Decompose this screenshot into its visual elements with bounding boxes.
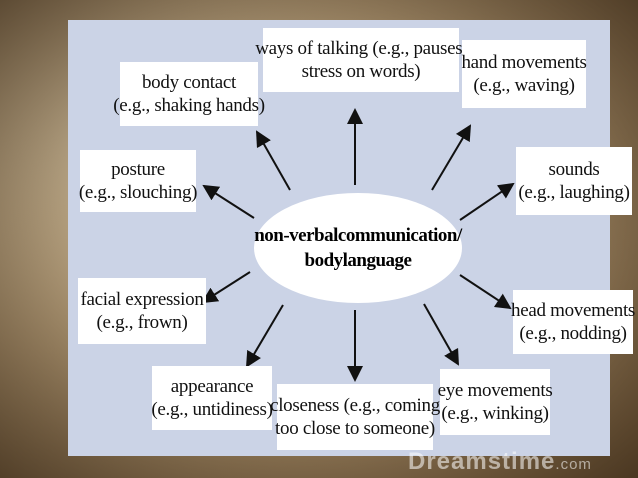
box-appearance: appearance (e.g., untidiness): [151, 366, 273, 430]
box-line: (e.g., laughing): [518, 182, 630, 203]
box-line: hand movements: [461, 52, 587, 73]
box-line: (e.g., winking): [441, 403, 549, 424]
center-line-2: bodylanguage: [304, 250, 412, 271]
box-line: too close to someone): [275, 418, 435, 439]
watermark-logo: Dreamstime.com: [408, 448, 592, 476]
box-line: ways of talking (e.g., pauses,: [255, 38, 467, 59]
watermark-brand: Dreamstime: [408, 448, 556, 475]
center-line-1: non-verbalcommunication/: [254, 225, 462, 246]
box-line: (e.g., shaking hands): [113, 95, 265, 116]
box-line: (e.g., untidiness): [151, 399, 273, 420]
box-line: eye movements: [437, 380, 553, 401]
box-ways-of-talking: ways of talking (e.g., pauses, stress on…: [255, 28, 467, 92]
box-line: (e.g., frown): [96, 312, 188, 333]
box-facial-expression: facial expression (e.g., frown): [78, 278, 206, 344]
box-body-contact: body contact (e.g., shaking hands): [113, 62, 265, 126]
center-ellipse: non-verbalcommunication/ bodylanguage: [254, 193, 462, 303]
box-line: (e.g., nodding): [519, 323, 627, 344]
box-line: (e.g., slouching): [78, 182, 198, 203]
box-line: body contact: [141, 72, 236, 93]
box-sounds: sounds (e.g., laughing): [516, 147, 632, 215]
box-eye-movements: eye movements (e.g., winking): [437, 369, 553, 435]
box-line: appearance: [170, 376, 254, 397]
box-head-movements: head movements (e.g., nodding): [511, 290, 636, 354]
box-line: stress on words): [301, 61, 421, 82]
box-line: head movements: [511, 300, 636, 321]
box-hand-movements: hand movements (e.g., waving): [461, 40, 587, 108]
box-line: posture: [111, 159, 165, 180]
box-line: (e.g., waving): [473, 75, 575, 96]
box-closeness: closeness (e.g., coming too close to som…: [270, 384, 440, 450]
watermark-suffix: .com: [555, 456, 592, 473]
box-line: facial expression: [80, 289, 204, 310]
box-line: sounds: [548, 159, 600, 180]
box-line: closeness (e.g., coming: [270, 395, 440, 416]
box-posture: posture (e.g., slouching): [78, 150, 198, 212]
